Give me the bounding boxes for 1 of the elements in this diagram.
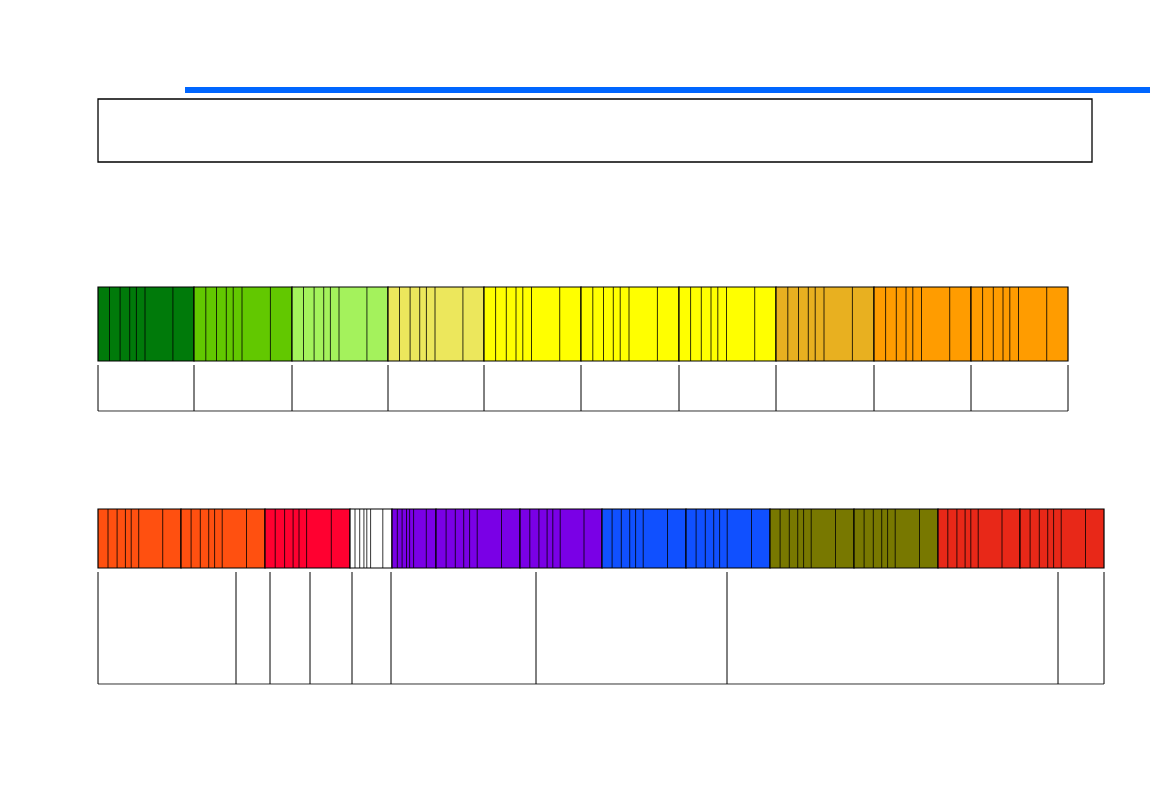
title-box — [97, 98, 1093, 163]
